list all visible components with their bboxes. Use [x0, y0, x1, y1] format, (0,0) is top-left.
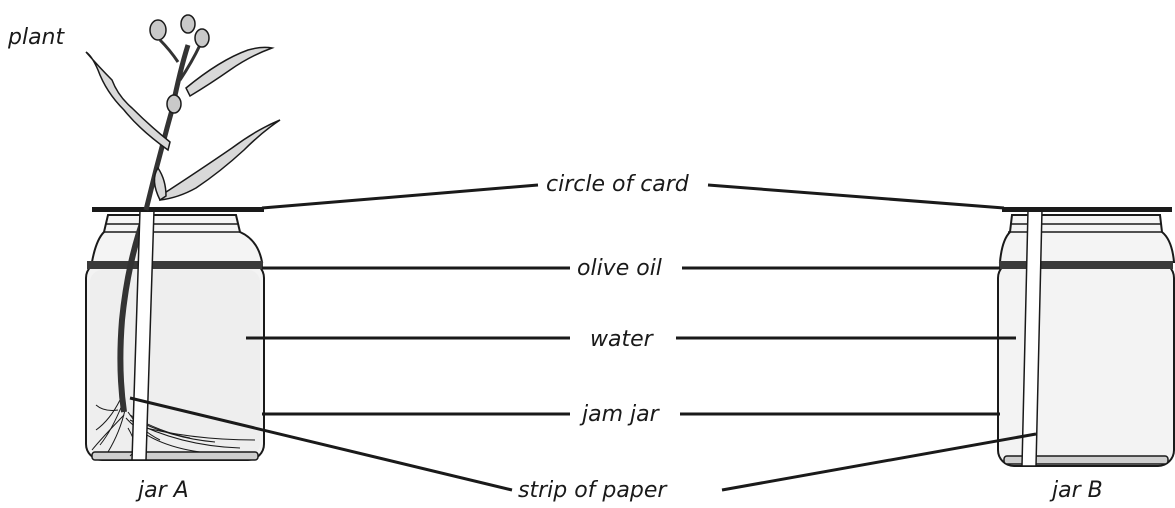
leader-lines [129, 183, 1037, 492]
label-plant: plant [7, 25, 66, 50]
jar-a [85, 209, 265, 461]
jar-b-oil-layer [999, 261, 1173, 269]
plant-leaf-left [85, 51, 171, 152]
plant-bud-4 [166, 94, 182, 114]
plant-stem-in-jar [117, 210, 149, 413]
jar-b-neck [998, 214, 1175, 263]
leader-strip-of-paper-left [129, 396, 513, 492]
plant-bud-2 [180, 14, 196, 34]
plant-bud-3 [194, 28, 210, 48]
label-strip-of-paper: strip of paper [518, 478, 668, 503]
jar-a-card-disc [92, 207, 264, 212]
plant-bud-stalk [158, 38, 180, 63]
plant-bud-1 [149, 19, 167, 41]
jar-b-base [1003, 455, 1169, 465]
label-circle-of-card: circle of card [546, 172, 690, 197]
label-olive-oil: olive oil [577, 256, 662, 281]
jar-a-water [90, 270, 260, 456]
label-water: water [590, 327, 655, 352]
jar-a-base [91, 451, 259, 461]
jar-a-neck-rim [104, 223, 240, 233]
leader-circle-of-card-left [261, 183, 539, 210]
plant-leaf-top [185, 46, 275, 98]
plant [85, 14, 281, 211]
jar-b-card-disc [1002, 207, 1172, 212]
label-jar-a: jar A [135, 478, 189, 503]
leader-strip-of-paper-right [721, 432, 1037, 492]
leader-circle-of-card-right [707, 183, 1005, 210]
plant-leaf-lower [153, 166, 167, 202]
plant-leaf-right [159, 119, 281, 201]
jar-b [997, 209, 1175, 467]
jar-a-oil-layer [87, 261, 263, 269]
label-jar-b: jar B [1049, 478, 1103, 503]
label-jam-jar: jam jar [579, 402, 661, 427]
jar-a-neck [90, 214, 264, 263]
